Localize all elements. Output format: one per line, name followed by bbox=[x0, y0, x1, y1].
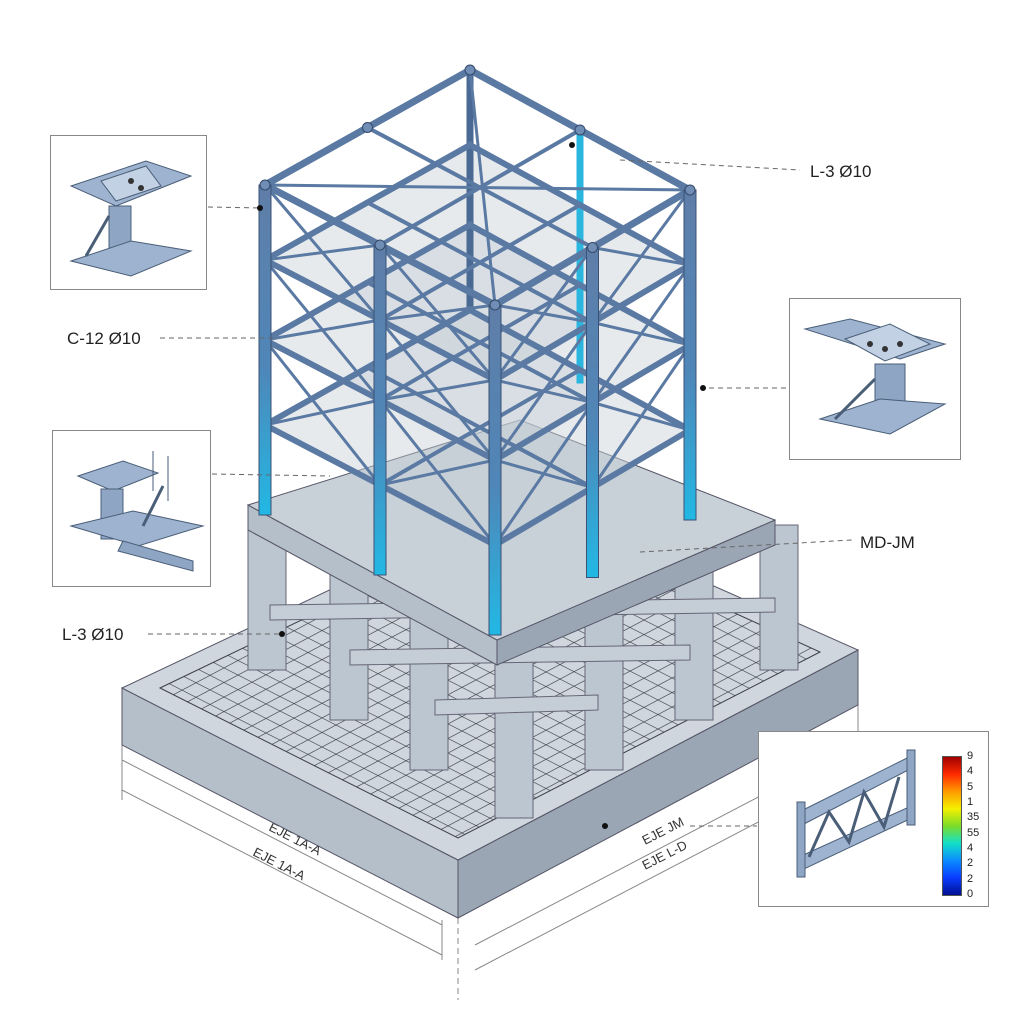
detail-inset-beam-splice bbox=[789, 298, 961, 460]
detail-inset-beam-joint bbox=[50, 135, 207, 290]
steel-brace bbox=[492, 400, 595, 548]
steel-brace bbox=[590, 187, 693, 325]
legend-tick: 2 bbox=[967, 857, 974, 870]
beam-joint-detail-icon bbox=[69, 160, 193, 277]
steel-brace bbox=[263, 318, 382, 342]
joint-node bbox=[362, 122, 373, 133]
steel-brace bbox=[492, 245, 595, 383]
steel-column bbox=[586, 247, 599, 578]
steel-column bbox=[373, 244, 387, 576]
legend-ticks: 9 4 5 1 35 55 4 2 2 0 bbox=[967, 750, 979, 900]
steel-column bbox=[683, 189, 697, 521]
truss-detail-icon bbox=[796, 749, 916, 878]
steel-brace bbox=[378, 378, 497, 402]
steel-brace bbox=[468, 68, 497, 307]
joint-node bbox=[259, 179, 271, 191]
support-columns bbox=[247, 519, 799, 819]
steel-beam bbox=[364, 199, 596, 326]
leader-lines bbox=[148, 159, 853, 827]
beam-splice-detail-icon bbox=[803, 318, 947, 435]
legend-tick: 1 bbox=[967, 795, 974, 808]
legend-tick: 4 bbox=[967, 765, 974, 778]
legend-tick: 55 bbox=[967, 826, 980, 839]
steel-column bbox=[488, 304, 502, 636]
legend-tick: 35 bbox=[967, 811, 980, 824]
tie-beam bbox=[434, 694, 599, 716]
detail-inset-column-base bbox=[52, 430, 211, 587]
leader-dots bbox=[257, 142, 706, 829]
steel-brace bbox=[263, 398, 382, 427]
legend-tick: 9 bbox=[967, 750, 974, 762]
joint-node bbox=[489, 299, 501, 311]
joint-node bbox=[464, 64, 476, 76]
steel-brace bbox=[378, 303, 497, 322]
axis-label-left-outer: EJE 1A-A bbox=[251, 844, 308, 883]
joint-node bbox=[587, 242, 598, 253]
label-c12: C-12 Ø10 bbox=[67, 329, 141, 348]
steel-brace bbox=[263, 183, 692, 192]
joint-node bbox=[374, 239, 386, 251]
steel-brace bbox=[263, 243, 382, 262]
legend-tick: 4 bbox=[967, 841, 974, 854]
steel-brace bbox=[492, 320, 595, 463]
steel-frame bbox=[258, 64, 697, 636]
label-l3-top: L-3 Ø10 bbox=[810, 162, 872, 181]
steel-column bbox=[258, 184, 272, 516]
steel-brace bbox=[590, 342, 693, 490]
label-l3-lower: L-3 Ø10 bbox=[62, 625, 124, 644]
steel-brace bbox=[590, 262, 693, 405]
label-md-jm: MD-JM bbox=[860, 533, 915, 552]
joint-node bbox=[574, 124, 586, 136]
steel-beam bbox=[364, 364, 596, 491]
joint-node bbox=[684, 184, 696, 196]
stress-color-legend bbox=[942, 756, 962, 896]
legend-tick: 0 bbox=[967, 887, 974, 900]
column-base-detail-icon bbox=[69, 451, 205, 572]
legend-tick: 5 bbox=[967, 780, 974, 793]
steel-brace bbox=[378, 458, 497, 487]
legend-tick: 2 bbox=[967, 872, 974, 885]
